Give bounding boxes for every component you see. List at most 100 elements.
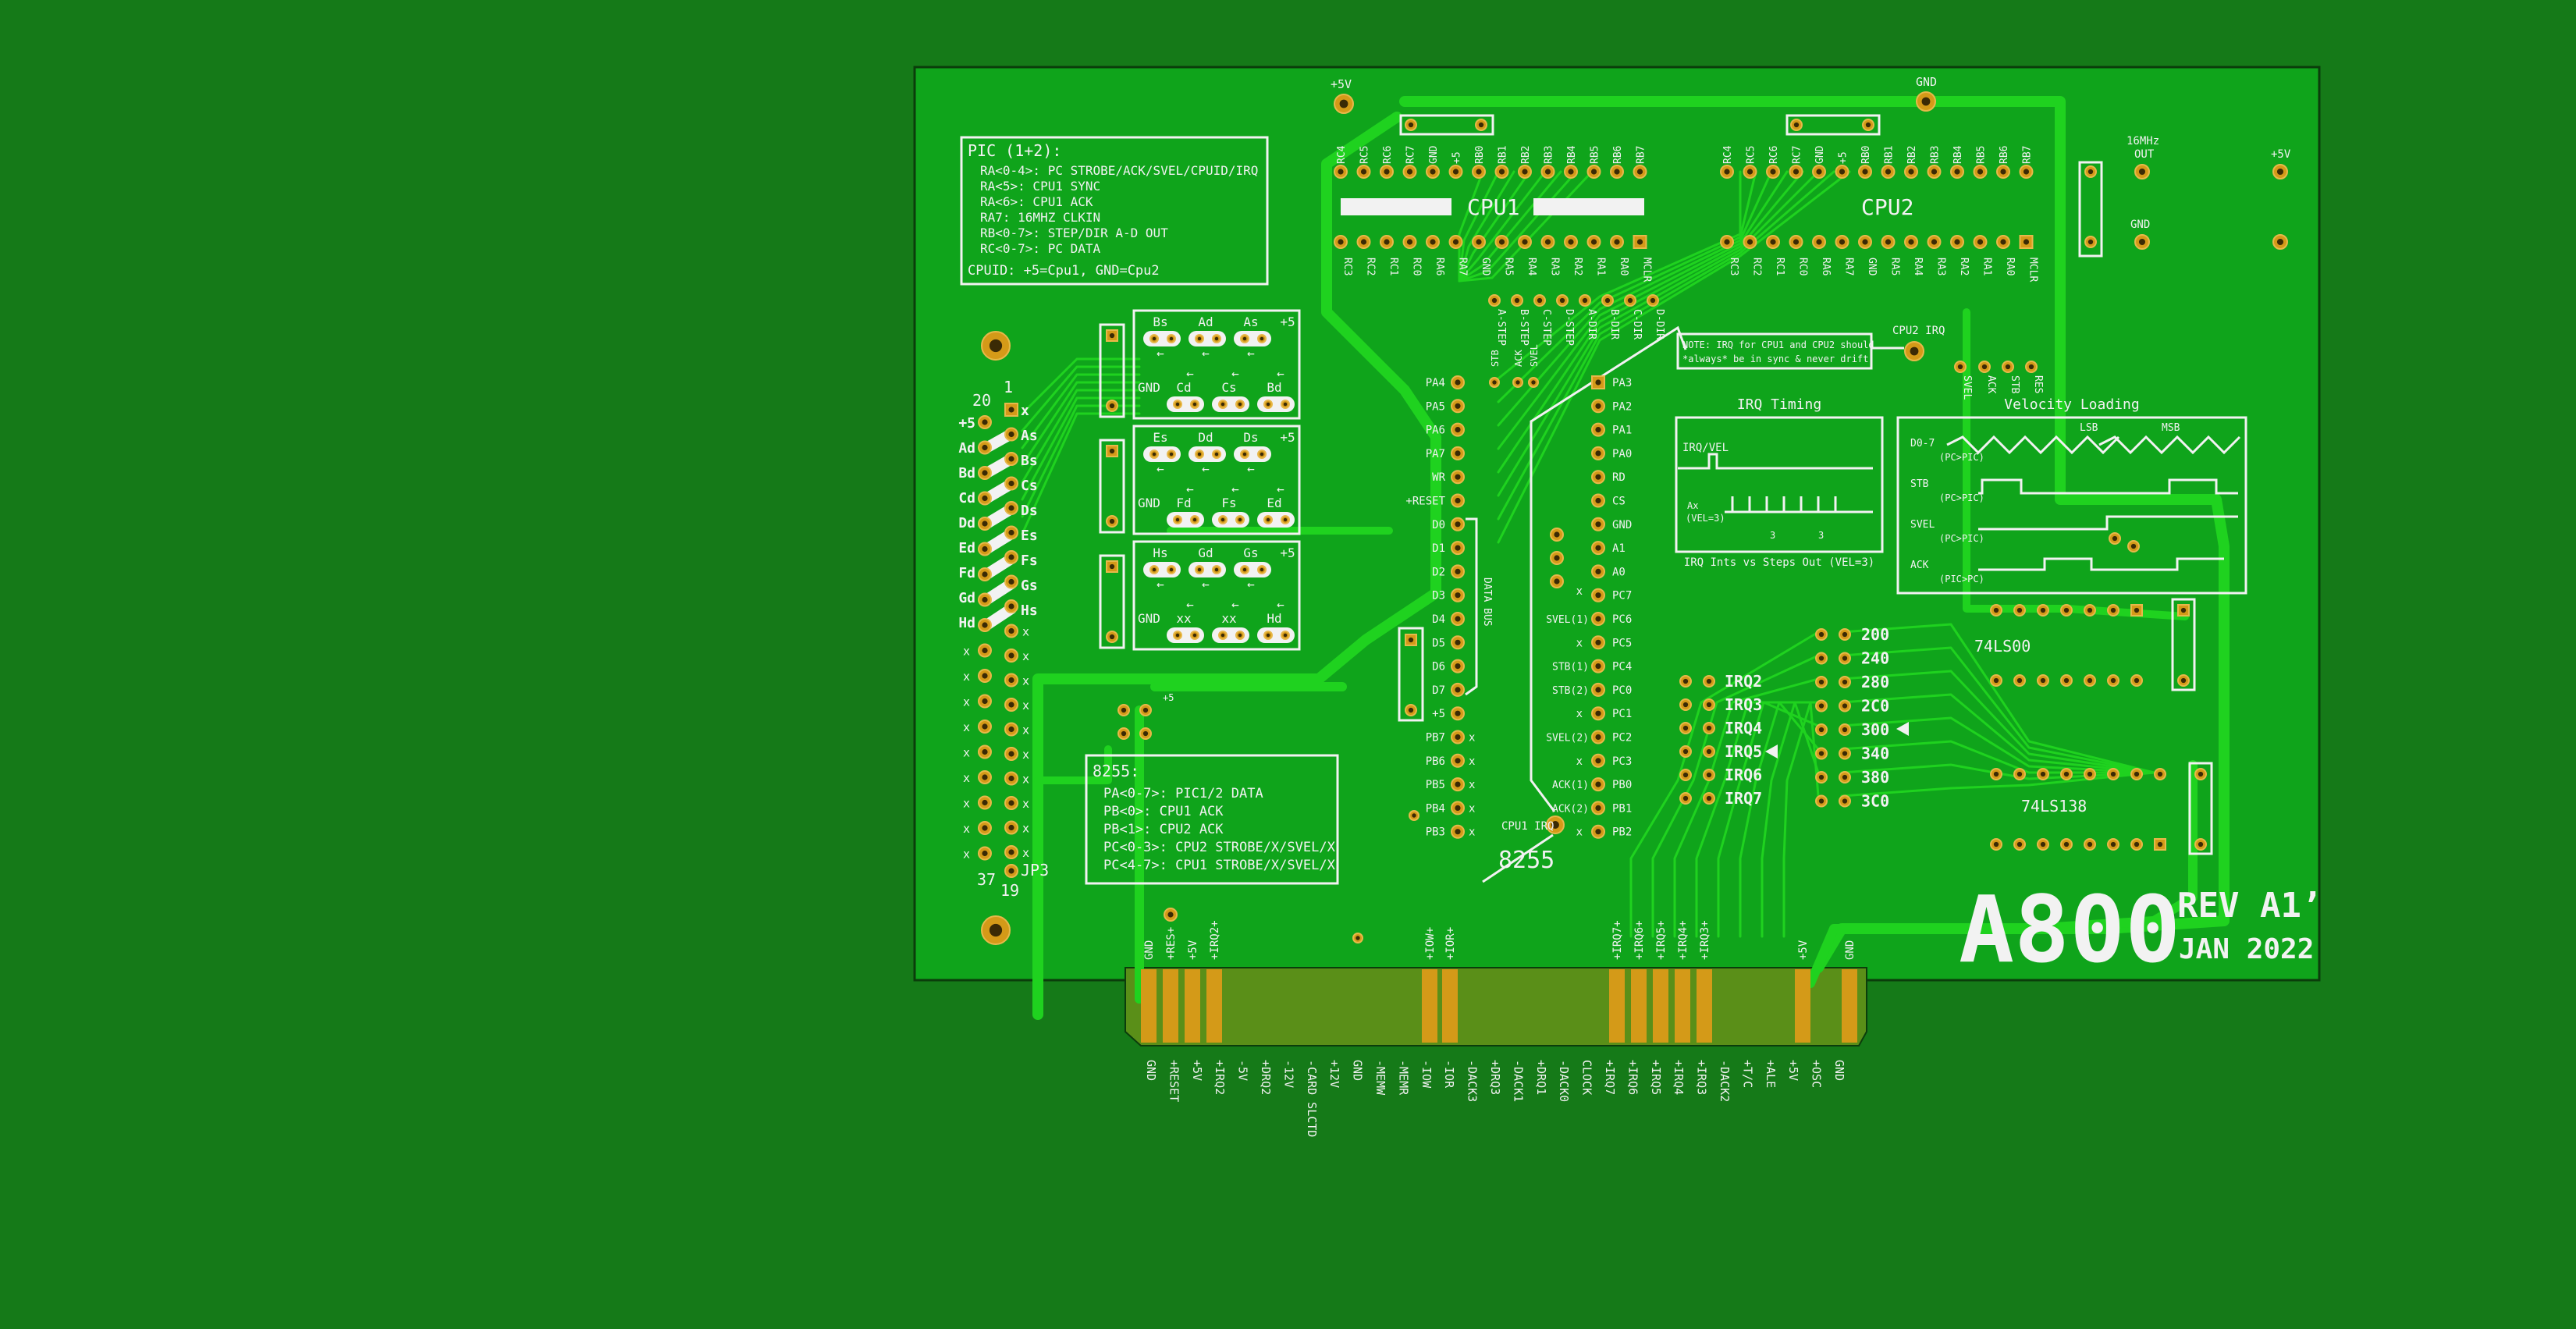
connector-right-label: As bbox=[1021, 428, 1038, 444]
cpu2-signal-label: STB bbox=[2009, 375, 2020, 394]
pad-drill bbox=[2180, 677, 2187, 684]
pad-drill bbox=[1921, 97, 1931, 106]
cpu2-signal-label: RES bbox=[2032, 375, 2044, 393]
ppi-left-pin-label: PB3 bbox=[1426, 826, 1445, 839]
pad-drill bbox=[1455, 450, 1461, 457]
connector-nc-label: x bbox=[1022, 723, 1029, 737]
edge-bottom-label: -12V bbox=[1281, 1060, 1295, 1088]
edge-top-label: GND bbox=[1844, 940, 1856, 960]
edge-bottom-label: -CARD SLCTD bbox=[1305, 1060, 1319, 1137]
signal-trace-cpu1 bbox=[1458, 170, 1515, 283]
cpu2-bottom-pin-label: RA1 bbox=[1981, 258, 1993, 275]
address-select-label: 3C0 bbox=[1861, 792, 1889, 811]
pad-drill bbox=[1408, 122, 1414, 128]
pad-drill bbox=[1260, 452, 1264, 457]
pad-drill bbox=[1238, 633, 1242, 638]
pad-drill bbox=[1627, 297, 1633, 304]
cpu2-bottom-pin-label: RC1 bbox=[1774, 258, 1785, 275]
pad-drill bbox=[2063, 677, 2070, 684]
velocity-svel-wave bbox=[1978, 515, 2238, 531]
connector-pin-20-label: 20 bbox=[972, 391, 991, 410]
edge-bottom-label: +IRQ5 bbox=[1649, 1060, 1663, 1095]
pad-drill bbox=[2276, 238, 2284, 246]
velocity-row-label: STB bbox=[1910, 478, 1929, 490]
pad-drill bbox=[1908, 239, 1914, 245]
cpu1-top-pin-label: RB0 bbox=[1474, 146, 1486, 164]
cpu2-top-pin-label: GND bbox=[1814, 145, 1826, 164]
pad-drill bbox=[1554, 531, 1560, 538]
edge-top-label: +5V bbox=[1797, 940, 1810, 960]
pad-drill bbox=[1604, 297, 1611, 304]
edge-bottom-label: +IRQ4 bbox=[1672, 1060, 1686, 1095]
pad-drill bbox=[2134, 677, 2140, 684]
edge-bottom-label: +T/C bbox=[1740, 1060, 1754, 1088]
edge-bottom-label: GND bbox=[1832, 1060, 1846, 1081]
pad-drill bbox=[1455, 616, 1461, 622]
signal-trace-motor bbox=[1021, 396, 1141, 501]
edge-gold-finger bbox=[1163, 969, 1178, 1043]
edge-bottom-label: GND bbox=[1351, 1060, 1365, 1081]
irq-note-box bbox=[1676, 332, 1873, 370]
jumper-top-label: Es bbox=[1153, 430, 1167, 445]
pad-drill bbox=[2110, 771, 2116, 777]
address-select-label: 380 bbox=[1861, 768, 1889, 787]
pad-drill bbox=[2063, 771, 2070, 777]
cpu1-signal-label: C-STEP bbox=[1540, 309, 1552, 346]
cpu1-header-outline bbox=[1399, 114, 1494, 136]
pad-drill bbox=[1360, 169, 1367, 175]
pad-drill bbox=[1169, 336, 1174, 341]
jumper-arrow-label: ← bbox=[1277, 481, 1284, 496]
pad-drill bbox=[1816, 169, 1822, 175]
edge-bottom-label: +DRQ1 bbox=[1534, 1060, 1548, 1095]
pad-drill bbox=[1595, 616, 1601, 622]
cpu1-bottom-pin-label: RA5 bbox=[1503, 258, 1515, 275]
jumper-arrow-label: ← bbox=[1247, 346, 1255, 361]
cpu1-bottom-pin-label: MCLR bbox=[1641, 258, 1653, 282]
edge-bottom-label: CLOCK bbox=[1580, 1060, 1594, 1095]
pad-drill bbox=[989, 923, 1003, 937]
ppi-right-pin-label: A0 bbox=[1612, 566, 1626, 578]
jumper-arrow-label: ← bbox=[1277, 366, 1284, 381]
cpu2-top-pin-label: RB2 bbox=[1906, 146, 1918, 164]
edge-bottom-label: -IOR bbox=[1442, 1060, 1456, 1089]
pad-drill bbox=[2134, 841, 2140, 848]
signal-trace-bus bbox=[1497, 170, 1820, 497]
ppi-nc-label: x bbox=[1469, 732, 1475, 744]
pad-drill bbox=[1842, 751, 1848, 756]
pad-drill bbox=[1109, 634, 1115, 640]
pad-drill bbox=[1993, 607, 1999, 613]
pad-drill bbox=[1595, 545, 1601, 551]
jumper-top-label: Hs bbox=[1153, 545, 1167, 560]
jumper-block-side bbox=[1099, 439, 1125, 534]
pad-drill bbox=[1682, 772, 1689, 778]
ppi-nc-label: x bbox=[1576, 637, 1583, 649]
pad-drill bbox=[1109, 332, 1115, 339]
pad-drill bbox=[2040, 677, 2046, 684]
pad-drill bbox=[1109, 518, 1115, 524]
edge-bottom-label: +RESET bbox=[1167, 1060, 1181, 1102]
cpu1-bottom-pin-label: RA4 bbox=[1526, 258, 1537, 276]
pad-drill bbox=[1590, 169, 1597, 175]
cpu2-bottom-pin-label: RA4 bbox=[1912, 258, 1924, 276]
pad-drill bbox=[1885, 239, 1892, 245]
ppi-right-pin-label: PC7 bbox=[1612, 590, 1632, 602]
ppi-label: 8255 bbox=[1498, 847, 1554, 874]
cpu1-top-pin-label: RC6 bbox=[1382, 146, 1394, 164]
connector-nc-label: x bbox=[963, 746, 970, 760]
cpu1-top-pin-label: RB5 bbox=[1590, 146, 1601, 164]
edge-top-label: +IOR+ bbox=[1444, 927, 1457, 960]
pad-drill bbox=[1614, 239, 1620, 245]
ppi-left-pin-label: D0 bbox=[1432, 519, 1445, 531]
pad-drill bbox=[1522, 169, 1528, 175]
pad-drill bbox=[1109, 563, 1115, 570]
pad-drill bbox=[1220, 402, 1225, 407]
power-trace-motor bbox=[1034, 745, 1112, 784]
signal-trace-cpu1 bbox=[1458, 170, 1500, 283]
connector-nc-label: x bbox=[1022, 625, 1029, 639]
signal-trace-irq bbox=[1782, 701, 1820, 938]
pad-drill bbox=[2063, 841, 2070, 848]
cpu1-top-pin-label: RB3 bbox=[1544, 146, 1555, 164]
pad-drill bbox=[1682, 725, 1689, 731]
pad-drill bbox=[1544, 239, 1551, 245]
pad-drill bbox=[1682, 678, 1689, 684]
